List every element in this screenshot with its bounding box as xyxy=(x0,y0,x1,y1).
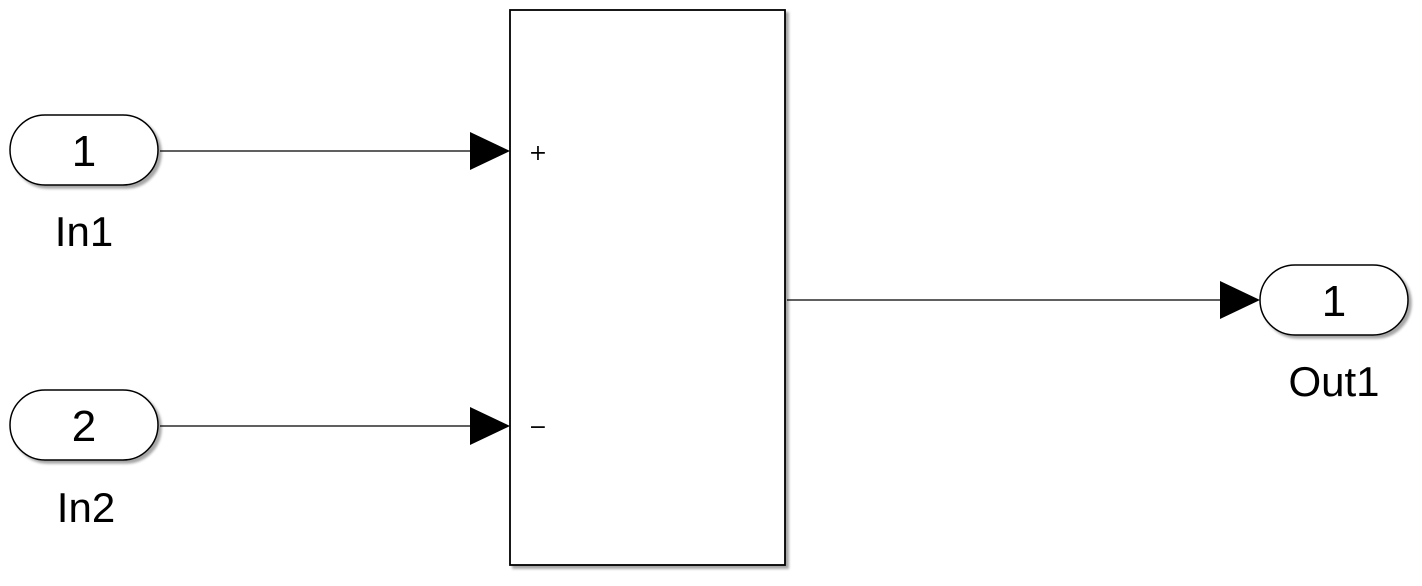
signal-line-in2[interactable] xyxy=(160,407,510,445)
inport-2-shape[interactable] xyxy=(9,389,159,461)
inport-1-shape[interactable] xyxy=(9,114,159,186)
outport-block-1[interactable]: 1 xyxy=(1259,264,1409,336)
signal-line-out1[interactable] xyxy=(787,281,1260,319)
outport-1-number: 1 xyxy=(1322,277,1346,326)
arrow-head-icon xyxy=(470,132,510,170)
arrow-head-icon xyxy=(1220,281,1260,319)
signal-line-in1[interactable] xyxy=(160,132,510,170)
outport-1-label: Out1 xyxy=(1288,358,1379,405)
inport-1-label: In1 xyxy=(55,208,113,255)
sum-block-shape[interactable] xyxy=(509,9,786,566)
sum-plus-sign: + xyxy=(529,141,547,166)
inport-block-1[interactable]: 1 xyxy=(9,114,159,186)
inport-2-label: In2 xyxy=(57,484,115,531)
arrow-head-icon xyxy=(470,407,510,445)
inport-1-number: 1 xyxy=(72,127,96,176)
outport-1-shape[interactable] xyxy=(1259,264,1409,336)
inport-2-number: 2 xyxy=(72,402,96,451)
sum-minus-sign: − xyxy=(529,415,547,440)
sum-block[interactable]: + − xyxy=(509,9,786,566)
inport-block-2[interactable]: 2 xyxy=(9,389,159,461)
